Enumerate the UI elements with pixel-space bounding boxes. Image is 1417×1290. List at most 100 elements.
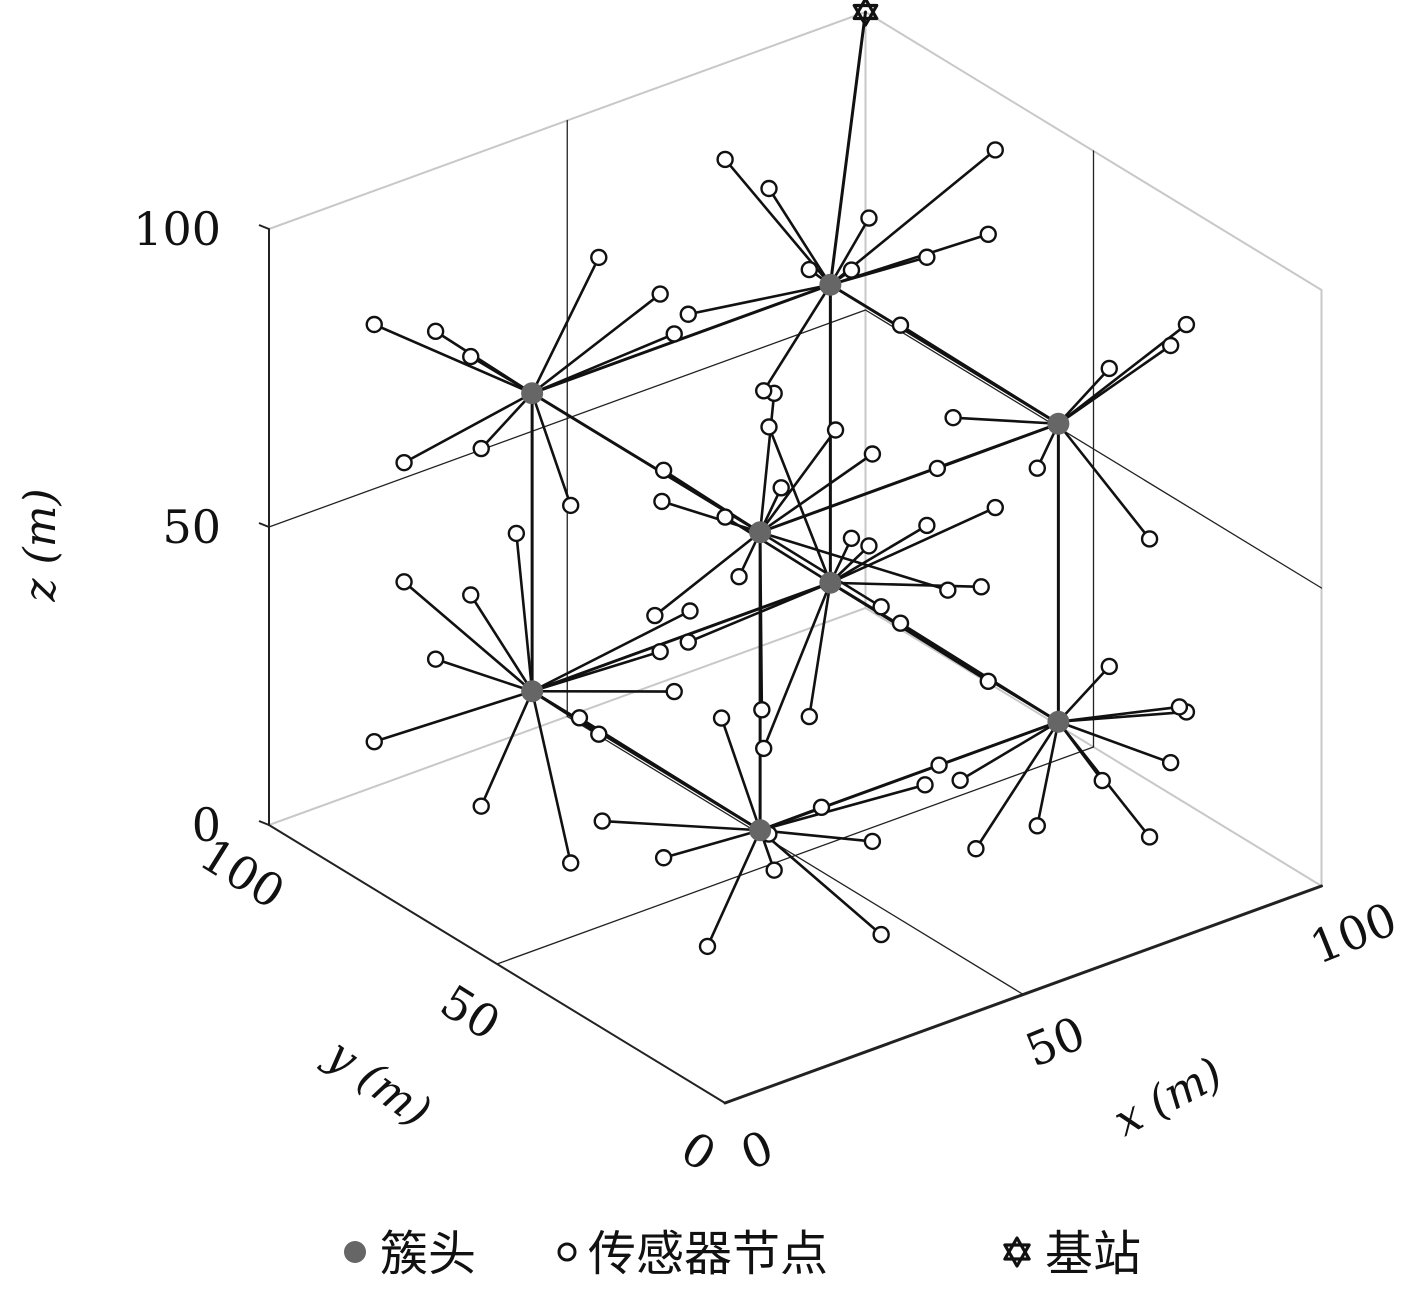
sensor-link [829, 255, 929, 287]
sensor-link [434, 657, 534, 693]
sensor-node [426, 650, 445, 668]
sensor-link [372, 323, 534, 395]
cluster-head [521, 382, 544, 405]
cluster-head [1047, 412, 1070, 435]
cluster-head [1047, 710, 1070, 733]
head-link [530, 689, 762, 832]
x-axis-label: x (m) [1106, 1048, 1231, 1147]
head-link [828, 581, 1060, 724]
sensor-node [593, 812, 611, 830]
sensor-node [712, 709, 731, 727]
sensor-node [507, 524, 526, 543]
sensor-link [1057, 367, 1111, 426]
axes-box [268, 11, 1323, 1105]
sensor-link [402, 580, 534, 693]
z-tick-mark [258, 224, 270, 230]
base-station-marker [852, 0, 879, 27]
sensor-node [1140, 828, 1159, 846]
sensor-node [944, 408, 962, 427]
sensor-node [653, 492, 671, 511]
sensor-link [600, 819, 762, 832]
sensor-link [829, 216, 871, 287]
sensor-link [974, 720, 1060, 851]
sensor-node [918, 516, 936, 535]
sensor-link [662, 828, 762, 860]
sensor-node [872, 925, 890, 944]
z-tick-label: 100 [133, 202, 221, 256]
sensor-node [860, 537, 878, 555]
sensor-link [758, 392, 776, 534]
sensor-link [686, 283, 832, 316]
x-tick-label: 100 [1303, 892, 1405, 975]
sensor-node [365, 733, 383, 751]
grid-line [496, 746, 1095, 965]
sensor-link [758, 452, 874, 534]
sensor-node [753, 701, 771, 719]
sensor-node [1100, 359, 1118, 378]
sensor-link [762, 581, 832, 750]
head-link [828, 283, 1060, 426]
sensor-link [758, 783, 927, 832]
sensor-link [829, 506, 997, 585]
sensor-node [1177, 315, 1196, 334]
hexagram-triangle [1003, 1243, 1031, 1268]
sensor-node [665, 682, 683, 701]
sensor-link [758, 530, 883, 609]
sensor-link [434, 330, 534, 395]
sensor-node [967, 840, 985, 858]
sensor-node [365, 315, 383, 334]
legend-cluster-head-label: 簇头 [380, 1226, 476, 1282]
z-axis-label: z (m) [15, 488, 66, 602]
sensor-link [1057, 720, 1104, 782]
legend-hexagram [1003, 1236, 1031, 1268]
sensor-node [986, 498, 1004, 517]
sensor-link [758, 828, 883, 936]
sensor-node [395, 573, 413, 591]
sensor-node [562, 854, 580, 872]
sensor-node [1140, 530, 1159, 548]
sensor-link [829, 581, 983, 589]
sensor-link [829, 148, 997, 287]
grid-line [864, 309, 1323, 589]
sensor-node [590, 248, 608, 267]
sensor-node [654, 461, 673, 480]
sensor-node [665, 325, 683, 343]
sensor-node [812, 798, 831, 816]
sensor-node [916, 776, 934, 794]
sensor-node [918, 248, 936, 266]
sensor-node [716, 150, 734, 169]
sensor-link [807, 581, 832, 718]
sensor-link [1057, 422, 1151, 541]
sensor-link [515, 532, 534, 693]
sensor-link [530, 689, 573, 865]
head-link [828, 10, 867, 287]
sensor-link [762, 283, 832, 393]
sensor-node [1100, 657, 1118, 676]
sensor-node [760, 179, 778, 198]
sensor-link [758, 428, 837, 534]
sensor-node [651, 642, 669, 661]
head-link [758, 422, 1060, 534]
sensor-link [829, 524, 929, 585]
sensor-node [1028, 817, 1047, 835]
sensor-link [758, 530, 950, 592]
sensor-link [653, 530, 762, 617]
legend: 簇头 传感器节点 基站 [344, 1226, 1141, 1282]
sensor-node [679, 305, 697, 323]
legend-base-station-marker [1003, 1236, 1031, 1268]
z-tick-mark [258, 522, 270, 528]
head-link [758, 720, 1060, 832]
sensor-node [842, 261, 861, 279]
sensor-link [660, 500, 762, 534]
sensor-link [530, 292, 662, 395]
sensor-node [472, 439, 490, 458]
sensor-node [891, 614, 910, 632]
network-links [372, 10, 1188, 948]
sensor-link [530, 391, 573, 507]
x-tick-label: 50 [1018, 1006, 1093, 1078]
sensor-link [1036, 720, 1060, 828]
sensor-node [972, 578, 990, 596]
sensor-node [842, 529, 861, 547]
sensor-node [755, 739, 773, 758]
sensor-node [800, 707, 818, 726]
